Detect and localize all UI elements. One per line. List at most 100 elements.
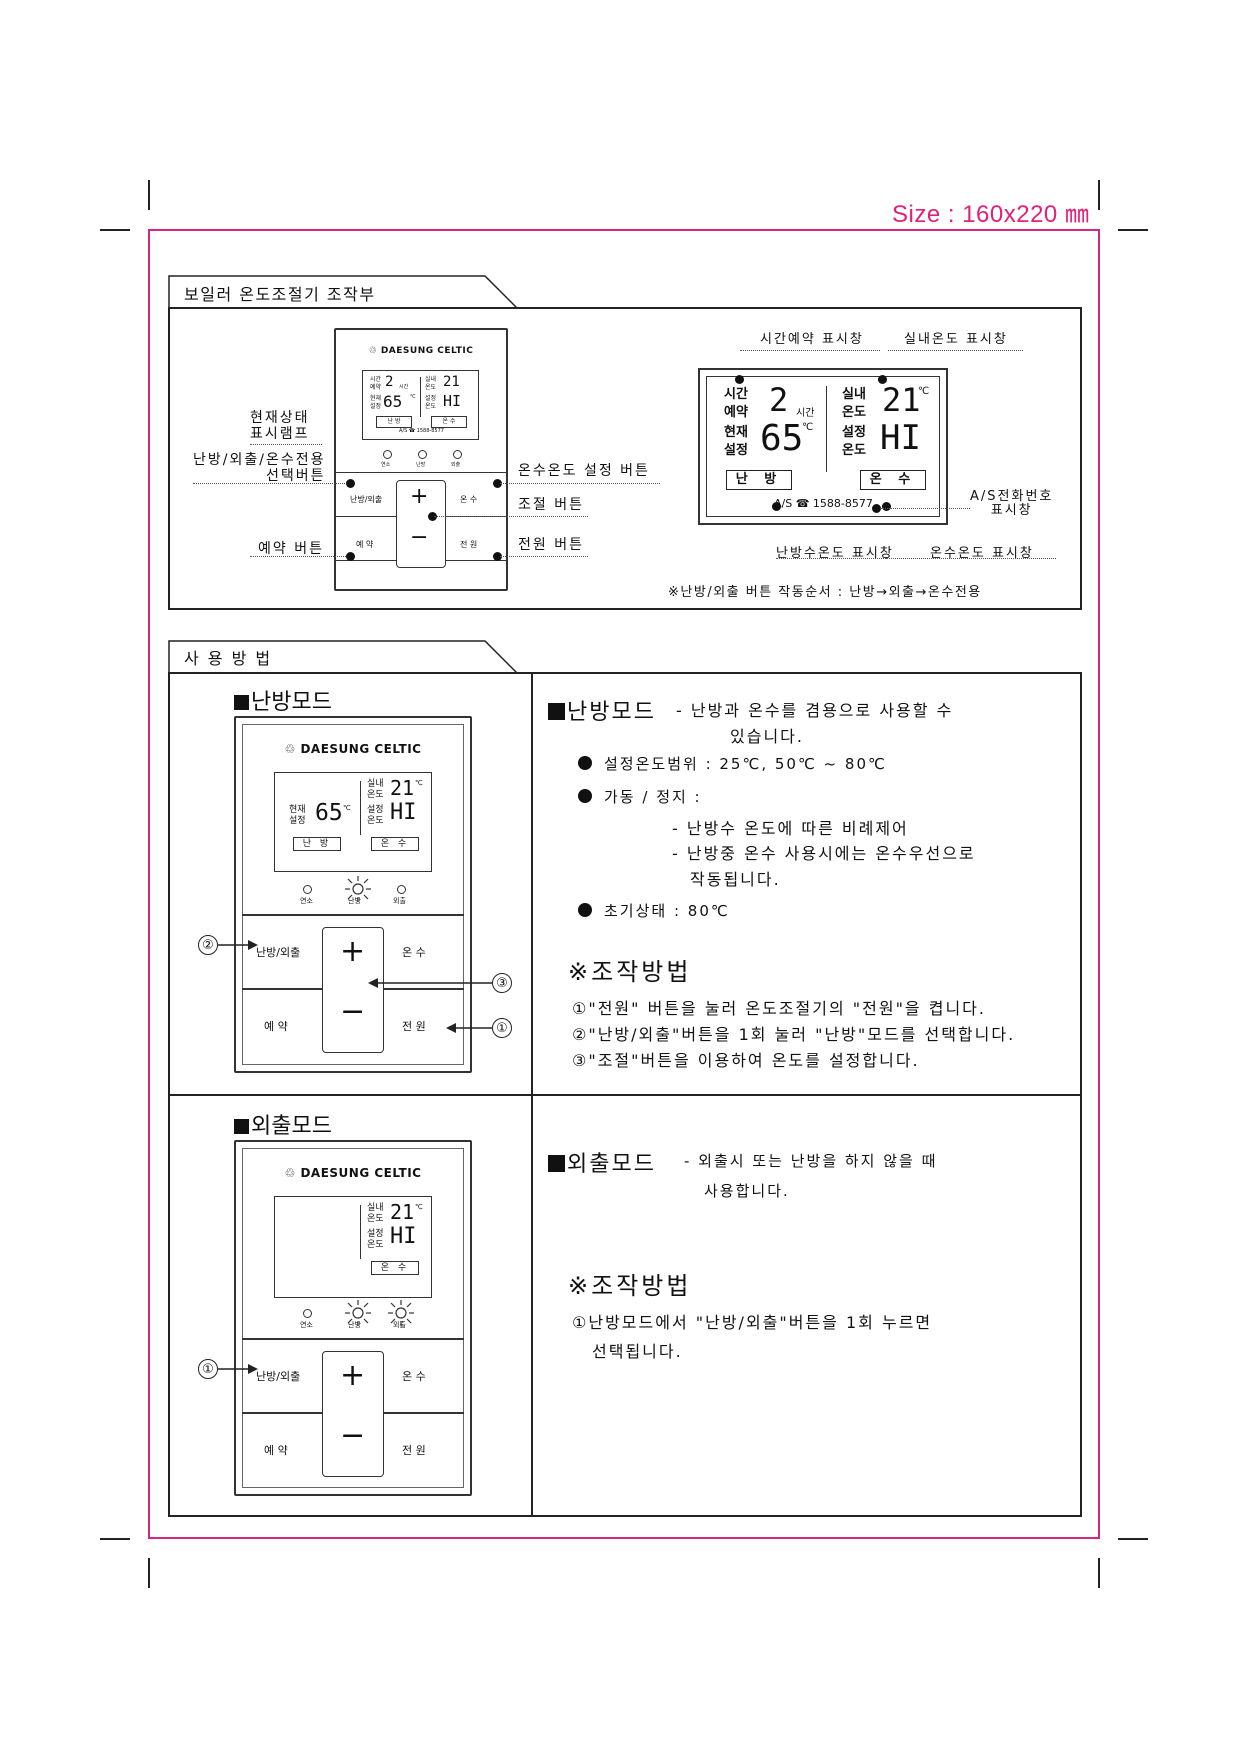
- lamp-label-away: 외출: [393, 1321, 406, 1329]
- lcd-heat-tag: 난 방: [726, 470, 792, 490]
- mini-reserve-button[interactable]: 예 약: [356, 540, 374, 549]
- mini-lcd-water-tag: 온 수: [431, 416, 467, 428]
- mini-lcd-heat-tag: 난 방: [376, 416, 412, 428]
- callout-dot: [878, 375, 887, 384]
- plus-symbol: +: [340, 934, 366, 969]
- lcd-current-value: 65: [760, 418, 804, 459]
- heating-lcd-room-value: 21: [390, 776, 415, 800]
- bullet-run-stop: 가동 / 정지 :: [604, 788, 702, 806]
- leader-line: [740, 350, 880, 351]
- callout-dot: [493, 479, 502, 488]
- lamp-label-combustion: 연소: [300, 897, 313, 905]
- reserve-button[interactable]: 예 약: [264, 1020, 288, 1033]
- mini-lamp-3: [453, 450, 462, 459]
- away-desc-2: 사용합니다.: [704, 1182, 790, 1200]
- lcd-time-unit: 시간: [796, 408, 815, 419]
- usage-panel-hdivider: [168, 1094, 1082, 1096]
- water-button[interactable]: 온 수: [402, 946, 426, 959]
- away-marker-1: ①: [198, 1359, 218, 1379]
- device-divider: [242, 1338, 464, 1340]
- mini-adjust-button[interactable]: + −: [396, 480, 446, 568]
- lamp-combustion: [303, 1309, 312, 1318]
- leader-line: [193, 483, 349, 484]
- label-power-button: 전원 버튼: [518, 537, 584, 553]
- arrow-to-mode-button: [218, 1364, 258, 1374]
- section1-tab-shape: [168, 275, 518, 309]
- callout-dot: [772, 502, 781, 511]
- callout-time-reserve: 시간예약 표시창: [760, 332, 864, 347]
- adjust-button[interactable]: + −: [322, 927, 384, 1053]
- lamp-label-away: 외출: [393, 897, 406, 905]
- water-button[interactable]: 온 수: [402, 1370, 426, 1383]
- callout-dot: [428, 512, 437, 521]
- label-reserve: 예약 버튼: [258, 541, 324, 557]
- heating-desc-2: 있습니다.: [730, 727, 804, 746]
- mini-lcd-set-value: HI: [443, 392, 462, 410]
- brand-logo: ♲ DAESUNG CELTIC: [284, 742, 422, 756]
- mini-plus: +: [410, 484, 429, 509]
- power-button[interactable]: 전 원: [402, 1020, 426, 1033]
- device-divider: [242, 914, 464, 916]
- mode-button[interactable]: 난방/외출: [256, 1370, 301, 1383]
- adjust-button[interactable]: + −: [322, 1351, 384, 1477]
- mini-power-button[interactable]: 전 원: [460, 540, 478, 549]
- leader-line: [886, 558, 1056, 559]
- section2-tab-shape: [168, 640, 518, 674]
- mini-mode-button[interactable]: 난방/외출: [350, 495, 383, 504]
- mode-order-note: ※난방/외출 버튼 작동순서 : 난방→외출→온수전용: [668, 585, 982, 600]
- leader-line: [500, 556, 588, 557]
- lamp-away-lit-icon: [388, 1300, 414, 1326]
- leader-line: [250, 444, 322, 445]
- mode-button[interactable]: 난방/외출: [256, 946, 301, 959]
- mini-lcd-deg: ℃: [410, 394, 416, 400]
- label-mode-select: 난방/외출/온수전용 선택버튼: [193, 452, 326, 484]
- leader-line: [776, 558, 926, 559]
- leader-line: [500, 483, 660, 484]
- heating-step-2: ②"난방/외출"버튼을 1회 눌러 "난방"모드를 선택합니다.: [572, 1025, 1016, 1044]
- mini-lcd-time-unit: 시간: [399, 384, 409, 390]
- lamp-label-heating: 난방: [348, 1321, 361, 1329]
- bullet-initial: 초기상태 : 80℃: [604, 902, 730, 920]
- lcd-time-value: 2: [769, 381, 789, 419]
- lcd-room-value: 21: [882, 381, 921, 419]
- crop-mark: [1098, 180, 1100, 210]
- power-button[interactable]: 전 원: [402, 1444, 426, 1457]
- callout-dot: [346, 479, 355, 488]
- callout-dot: [872, 504, 881, 513]
- away-desc-1: - 외출시 또는 난방을 하지 않을 때: [684, 1152, 938, 1170]
- bullet-dot: [578, 789, 592, 803]
- away-mode-title-right: 외출모드: [548, 1146, 656, 1178]
- callout-dot: [346, 552, 355, 561]
- away-lcd-room-value: 21: [390, 1200, 415, 1224]
- crop-mark: [1118, 229, 1148, 231]
- mini-divider: [336, 472, 506, 473]
- away-step-2: 선택됩니다.: [592, 1342, 683, 1361]
- reserve-button[interactable]: 예 약: [264, 1444, 288, 1457]
- label-water-temp-button: 온수온도 설정 버튼: [518, 463, 650, 479]
- mini-lcd-divider: [420, 377, 421, 417]
- lcd-deg: ℃: [802, 422, 814, 433]
- crop-mark: [100, 1538, 130, 1540]
- arrow-to-power-button: [446, 1023, 492, 1033]
- sub-priority-cont: 작동됩니다.: [690, 870, 781, 889]
- marker-3: ③: [492, 973, 512, 993]
- away-lcd-set-value: HI: [390, 1224, 417, 1249]
- sub-priority: - 난방중 온수 사용시에는 온수우선으로: [672, 844, 976, 863]
- heating-lcd-divider: [360, 781, 361, 835]
- page-frame: [148, 229, 1100, 1539]
- lcd-divider: [826, 386, 827, 472]
- away-lcd-water-tag: 온 수: [371, 1261, 419, 1275]
- mini-water-button[interactable]: 온 수: [460, 495, 478, 504]
- leader-line: [434, 516, 588, 517]
